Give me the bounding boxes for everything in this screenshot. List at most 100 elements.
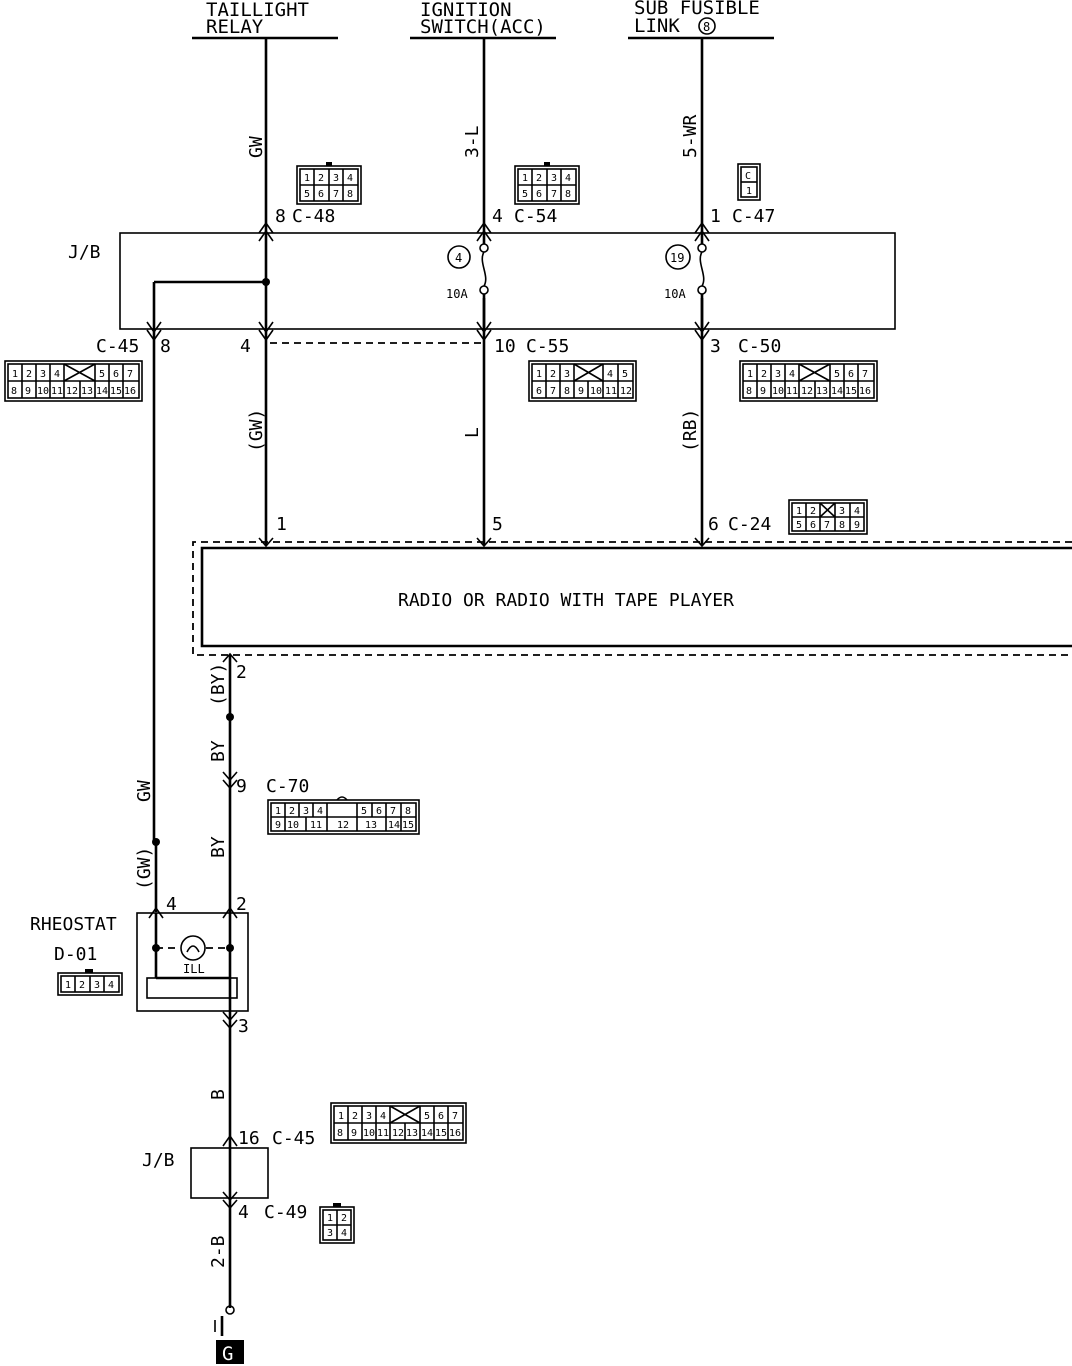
svg-text:1: 1 [338,1111,344,1122]
wire-3l-label: 3-L [462,125,483,158]
svg-text:11: 11 [605,386,617,397]
illumination-lamp-icon: ILL [180,935,206,976]
svg-text:C: C [745,171,751,182]
svg-text:6: 6 [376,806,382,817]
wire-l-label: L [462,427,483,438]
svg-text:2: 2 [761,369,767,380]
svg-text:13: 13 [81,386,93,397]
svg-text:12: 12 [337,820,349,831]
svg-text:14: 14 [388,820,400,831]
svg-text:1: 1 [536,369,542,380]
svg-text:3: 3 [327,1228,333,1239]
svg-text:6: 6 [810,520,816,531]
svg-text:6: 6 [536,189,542,200]
svg-text:2: 2 [341,1213,347,1224]
svg-text:TAILLIGHT: TAILLIGHT [206,0,309,21]
pin-1-c47: 1 [710,206,721,227]
radio-label: RADIO OR RADIO WITH TAPE PLAYER [398,590,734,611]
svg-text:2: 2 [536,173,542,184]
svg-text:3: 3 [303,806,309,817]
svg-text:7: 7 [333,189,339,200]
svg-text:10: 10 [37,386,49,397]
svg-text:6: 6 [318,189,324,200]
connector-c70-label: C-70 [266,776,309,797]
ground-icon: G [214,1305,244,1365]
svg-text:16: 16 [124,386,136,397]
svg-text:4: 4 [341,1228,347,1239]
svg-text:6: 6 [438,1111,444,1122]
svg-text:13: 13 [816,386,828,397]
svg-text:ILL: ILL [183,962,205,976]
svg-text:5: 5 [622,369,628,380]
pin-4-rheostat: 4 [166,894,177,915]
svg-text:5: 5 [361,806,367,817]
svg-text:8: 8 [347,189,353,200]
rheostat-box [136,912,249,1012]
svg-text:3: 3 [40,369,46,380]
pin-6-radio: 6 [708,514,719,535]
svg-text:10: 10 [590,386,602,397]
svg-text:7: 7 [452,1111,458,1122]
pin-8-c45: 8 [160,336,171,357]
svg-text:6: 6 [113,369,119,380]
wire-by-label-lower: BY [208,836,229,858]
svg-text:9: 9 [760,386,766,397]
svg-text:6: 6 [536,386,542,397]
pin-3-c50: 3 [710,336,721,357]
svg-text:19: 19 [670,251,684,265]
pin-16-c45: 16 [238,1128,260,1149]
svg-text:10: 10 [287,820,299,831]
svg-text:7: 7 [862,369,868,380]
svg-text:3: 3 [551,173,557,184]
wire-gw-left-paren-label: (GW) [134,847,155,890]
svg-text:8: 8 [746,386,752,397]
svg-text:8: 8 [405,806,411,817]
svg-text:7: 7 [550,386,556,397]
svg-text:9: 9 [25,386,31,397]
radio-dashed-outline [192,541,1072,656]
svg-text:4: 4 [565,173,571,184]
svg-text:3: 3 [94,980,100,991]
connector-c50-label: C-50 [738,336,781,357]
fuse-19: 19 10A [664,243,708,330]
svg-text:4: 4 [317,806,323,817]
svg-text:2: 2 [550,369,556,380]
pin-4-c54: 4 [492,206,503,227]
svg-text:10: 10 [772,386,784,397]
svg-text:1: 1 [275,806,281,817]
svg-text:11: 11 [377,1128,389,1139]
svg-text:1: 1 [522,173,528,184]
wire-by-label-upper: BY [208,740,229,762]
pin-3-rheostat: 3 [238,1016,249,1037]
svg-text:8: 8 [337,1128,343,1139]
svg-text:11: 11 [786,386,798,397]
svg-text:16: 16 [449,1128,461,1139]
wire-gw-left-label: GW [134,780,155,802]
junction-block-lower-box [190,1147,269,1199]
junction-block-lower-label: J/B [142,1150,175,1171]
wire-2b-label: 2-B [208,1235,229,1268]
svg-text:12: 12 [620,386,632,397]
wire-b-label: B [208,1089,229,1100]
svg-text:5: 5 [834,369,840,380]
connector-c48-label: C-48 [292,206,335,227]
pin-5-radio: 5 [492,514,503,535]
connector-c45b-label: C-45 [272,1128,315,1149]
svg-text:15: 15 [435,1128,447,1139]
svg-text:9: 9 [578,386,584,397]
svg-text:5: 5 [796,520,802,531]
svg-text:4: 4 [455,251,462,265]
pin-2-rheostat: 2 [236,894,247,915]
svg-text:1: 1 [304,173,310,184]
svg-text:4: 4 [789,369,795,380]
svg-text:11: 11 [310,820,322,831]
svg-text:9: 9 [351,1128,357,1139]
radio-box [200,546,1072,648]
svg-text:SUB FUSIBLE: SUB FUSIBLE [634,0,760,19]
